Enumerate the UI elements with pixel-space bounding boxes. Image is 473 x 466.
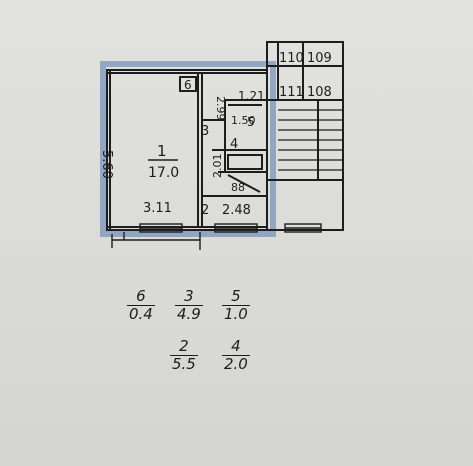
legend-room-3-area: 4.9 bbox=[177, 305, 201, 323]
room-1-width: 3.11 bbox=[143, 201, 172, 216]
legend-room-6: 6 0.4 bbox=[127, 288, 155, 323]
windows bbox=[139, 223, 322, 233]
bath-room-number: 88 bbox=[231, 181, 245, 194]
room-6-number: 6 bbox=[184, 78, 192, 92]
room-2-area: 2.48 bbox=[222, 203, 251, 218]
room-1-height: 5.60 bbox=[99, 150, 114, 179]
room-4-number: 4 bbox=[230, 137, 238, 152]
legend-room-4-number: 4 bbox=[222, 338, 250, 356]
room-1-number: 1 bbox=[157, 142, 167, 160]
legend-room-6-area: 0.4 bbox=[129, 305, 153, 323]
room-2-width: 2.01 bbox=[211, 154, 224, 179]
legend-room-5: 5 1.0 bbox=[222, 288, 250, 323]
room-2-number: 2 bbox=[201, 203, 209, 218]
legend-room-4: 4 2.0 bbox=[222, 338, 250, 373]
legend-room-6-number: 6 bbox=[127, 288, 155, 306]
legend-room-3: 3 4.9 bbox=[175, 288, 203, 323]
corridor-length: 2.99 bbox=[214, 96, 227, 121]
stair-number-top-right: 109 bbox=[307, 51, 332, 66]
room-3-number: 3 bbox=[201, 124, 209, 139]
stair-number-bottom-right: 108 bbox=[307, 85, 332, 100]
room-1-area: 17.0 bbox=[148, 165, 179, 181]
bath-width: 1.21 bbox=[238, 89, 265, 103]
balcony bbox=[111, 232, 201, 250]
stair-steps bbox=[278, 109, 343, 171]
staircase bbox=[266, 41, 344, 231]
legend-room-5-area: 1.0 bbox=[224, 305, 248, 323]
legend-room-3-number: 3 bbox=[175, 288, 203, 306]
room-5-number: 5 bbox=[247, 115, 255, 129]
stair-number-bottom-left: 111 bbox=[279, 85, 304, 100]
legend-room-2-area: 5.5 bbox=[172, 355, 196, 373]
apartment-walls bbox=[106, 69, 268, 231]
legend-room-2-number: 2 bbox=[170, 338, 198, 356]
legend-room-5-number: 5 bbox=[222, 288, 250, 306]
legend-room-2: 2 5.5 bbox=[170, 338, 198, 373]
small-dimension: 1.50 bbox=[231, 114, 256, 127]
legend-room-4-area: 2.0 bbox=[224, 355, 248, 373]
apartment-highlight bbox=[100, 61, 276, 237]
stair-number-top-left: 110 bbox=[279, 51, 304, 66]
